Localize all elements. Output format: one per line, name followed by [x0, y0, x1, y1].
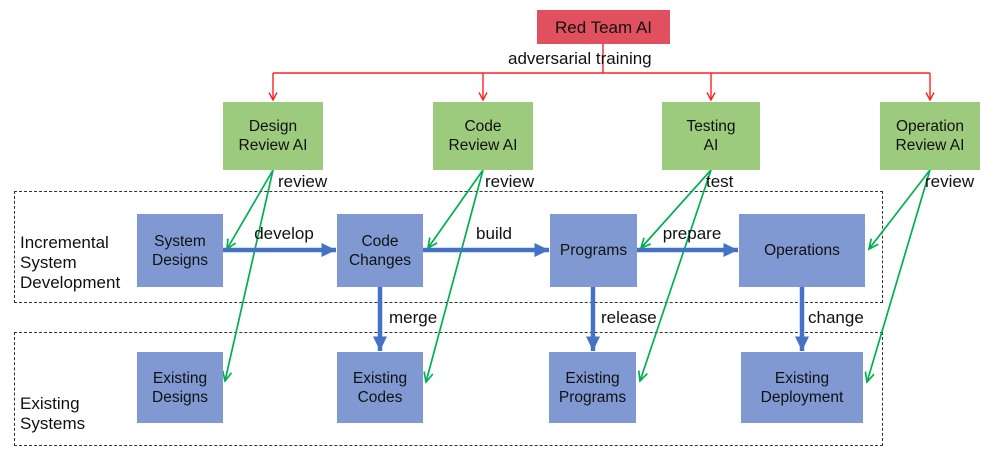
node-existing-codes: Existing Codes — [337, 352, 423, 423]
existing-systems-label: Existing Systems — [20, 394, 86, 433]
review-label-design: review — [278, 172, 328, 191]
node-code-review-ai: Code Review AI — [433, 102, 533, 170]
node-label: Design Review AI — [238, 118, 308, 154]
node-red-team-ai: Red Team AI — [537, 10, 670, 44]
node-label: Operation Review AI — [895, 118, 965, 154]
prepare-label: prepare — [662, 224, 722, 243]
node-label: Testing AI — [686, 118, 736, 154]
adversarial-training-label: adversarial training — [508, 49, 652, 68]
node-design-review-ai: Design Review AI — [223, 102, 323, 170]
node-operation-review-ai: Operation Review AI — [880, 102, 980, 170]
node-code-changes: Code Changes — [337, 214, 423, 287]
node-label: Code Changes — [348, 232, 412, 269]
node-system-designs: System Designs — [137, 214, 223, 287]
node-label: Operations — [764, 242, 840, 259]
develop-label: develop — [254, 224, 314, 243]
node-label: Existing Deployment — [760, 369, 844, 406]
node-operations: Operations — [739, 214, 865, 287]
test-label: test — [706, 172, 734, 191]
node-testing-ai: Testing AI — [662, 102, 760, 170]
node-existing-designs: Existing Designs — [137, 352, 223, 423]
build-label: build — [476, 224, 512, 243]
node-label: Programs — [559, 242, 628, 259]
node-programs: Programs — [550, 214, 637, 287]
node-label: Red Team AI — [554, 17, 653, 37]
review-label-code: review — [485, 172, 535, 191]
merge-label: merge — [389, 308, 438, 327]
node-label: Existing Designs — [152, 369, 208, 406]
node-label: Code Review AI — [448, 118, 518, 154]
release-label: release — [601, 308, 657, 327]
change-label: change — [808, 308, 864, 327]
node-label: Existing Codes — [352, 369, 408, 406]
node-existing-deployment: Existing Deployment — [741, 352, 863, 423]
node-label: System Designs — [152, 232, 208, 269]
node-label: Existing Programs — [558, 369, 627, 406]
node-existing-programs: Existing Programs — [549, 352, 636, 423]
incremental-development-label: Incremental System Development — [20, 233, 121, 292]
review-label-operation: review — [925, 172, 975, 191]
